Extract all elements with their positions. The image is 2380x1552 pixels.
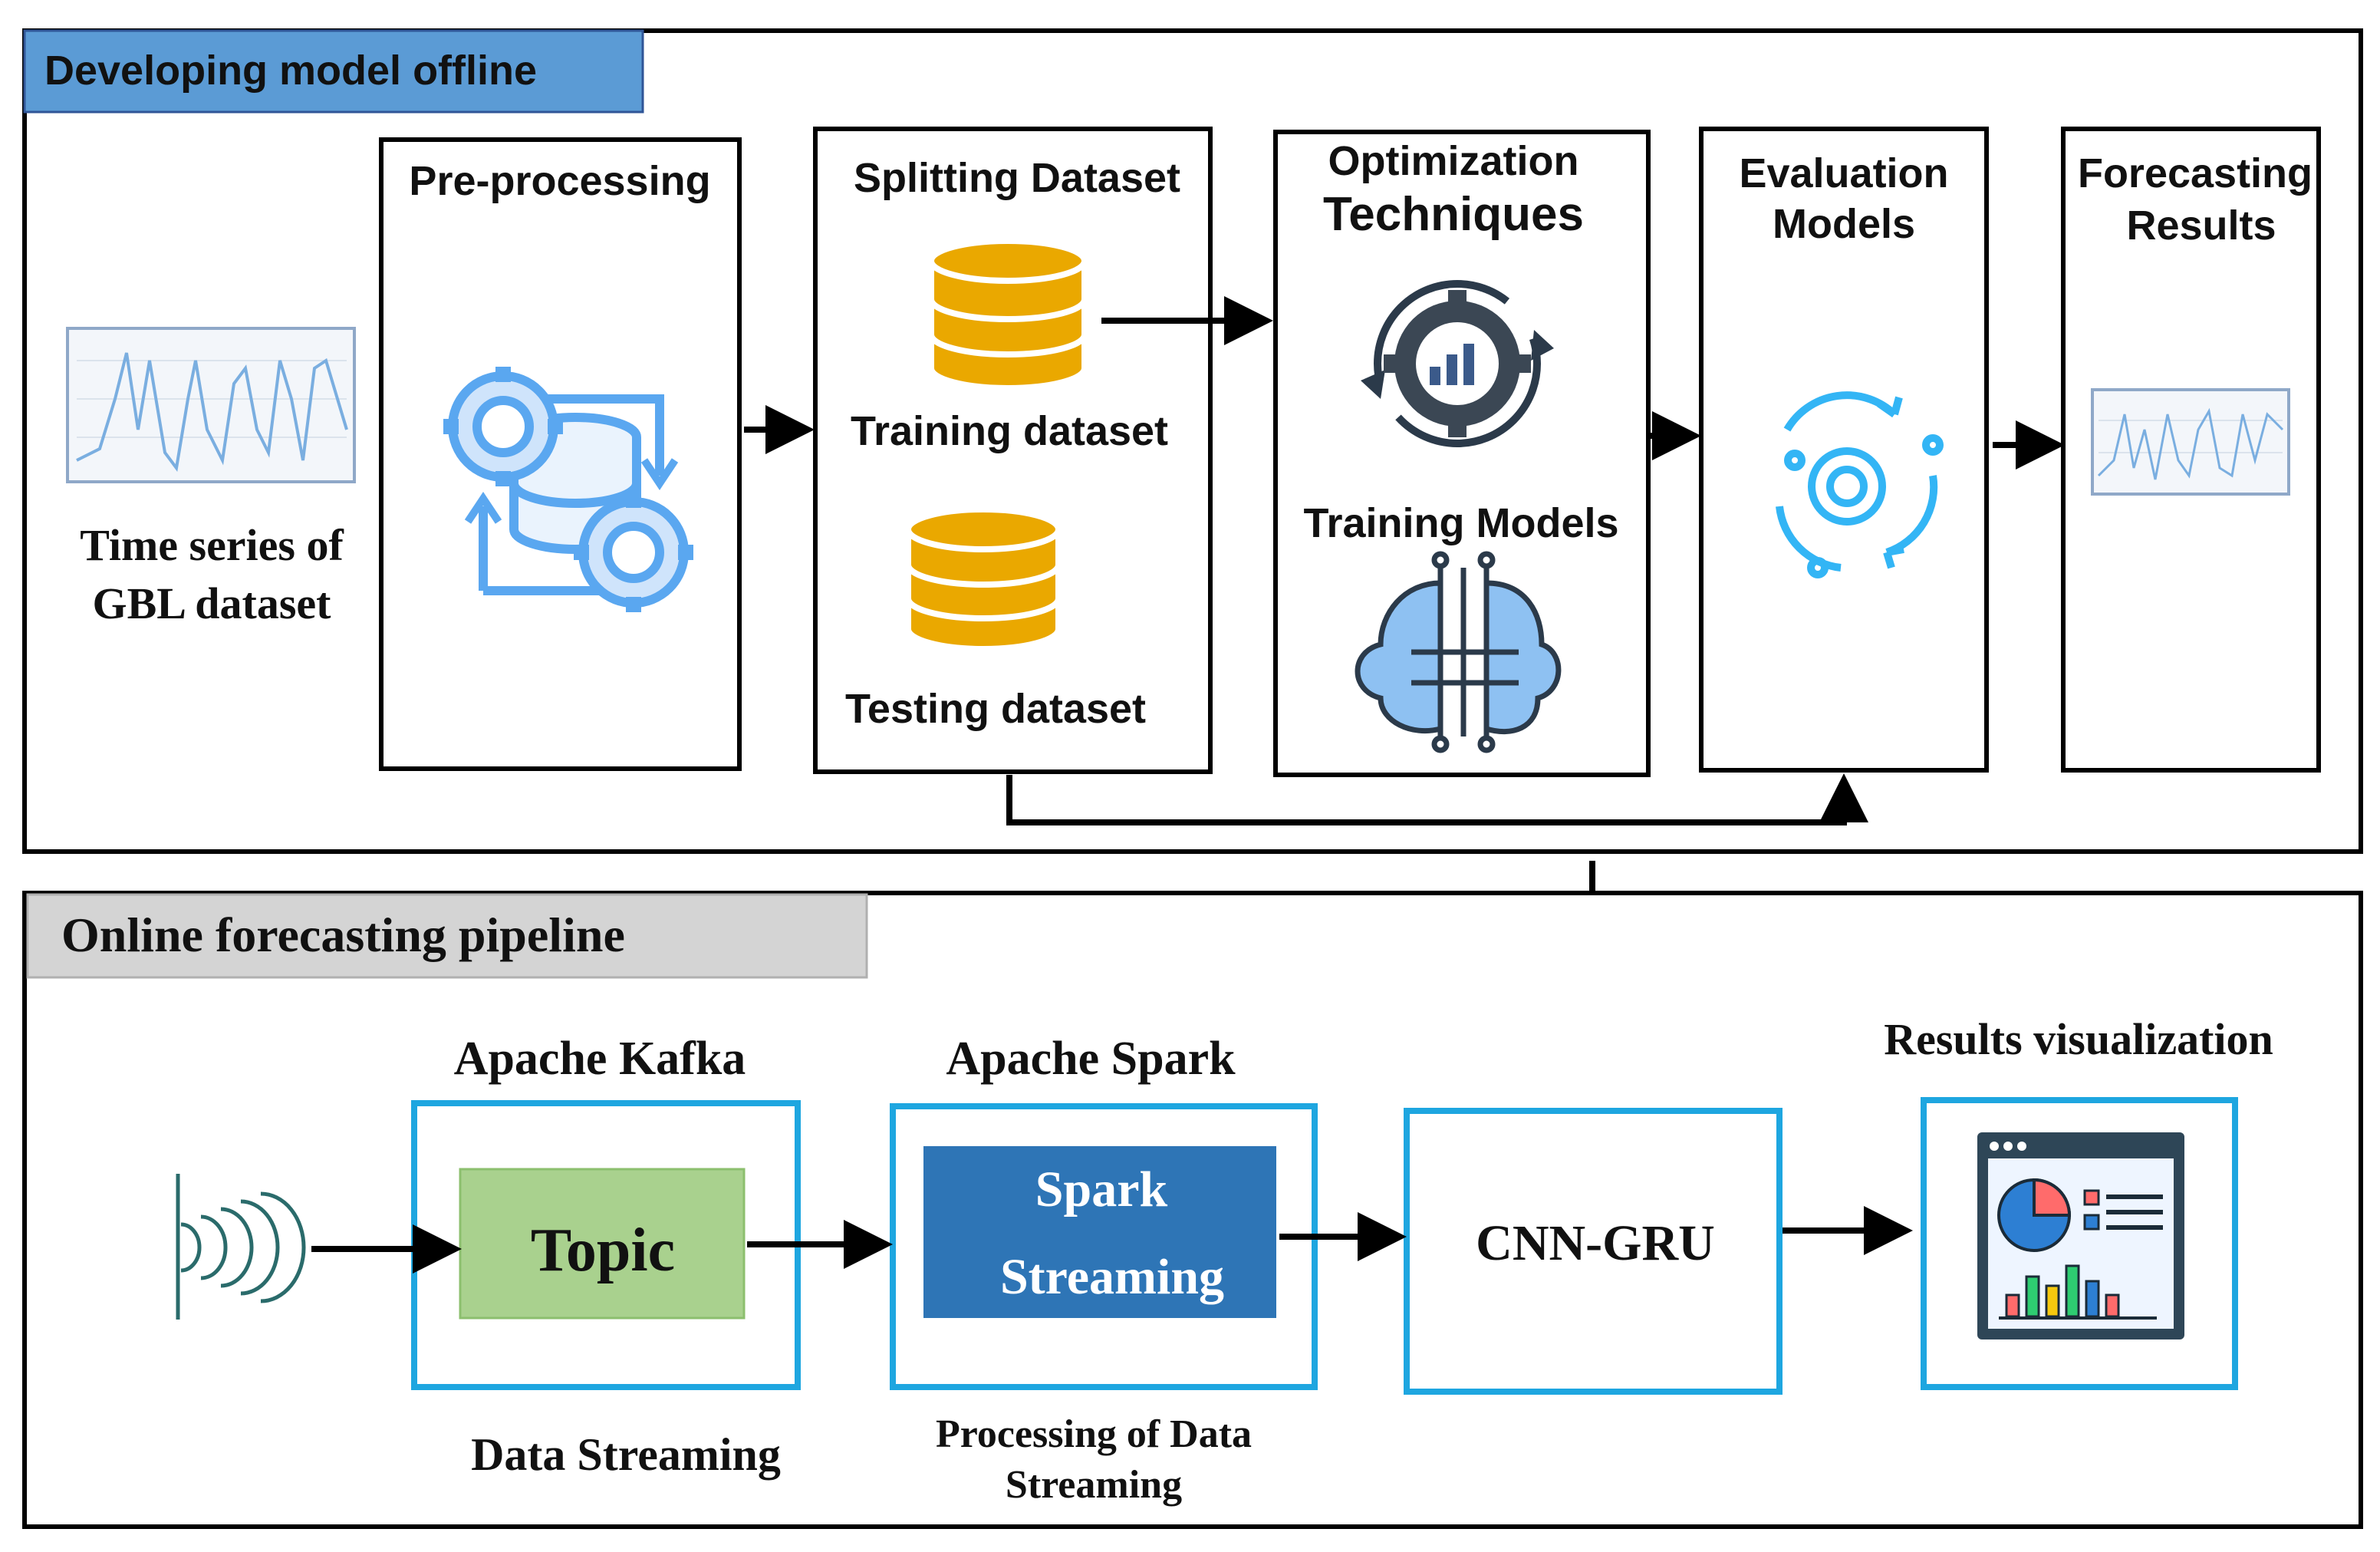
- splitting-title: Splitting Dataset: [854, 155, 1180, 201]
- topic-label: Topic: [531, 1217, 675, 1284]
- forecasting-title-line1: Forecasting: [2078, 150, 2313, 196]
- brain-circuit-icon: [1355, 551, 1562, 753]
- forecast-chart-icon: [2091, 388, 2290, 496]
- gear-chart-icon: [1361, 280, 1554, 447]
- spark-title: Apache Spark: [946, 1033, 1236, 1085]
- input-chart-icon: [66, 327, 356, 483]
- results-title: Results visualization: [1884, 1014, 2273, 1064]
- cnn-gru-box: [1404, 1108, 1783, 1395]
- dashboard-icon: [1977, 1132, 2184, 1339]
- offline-header: [23, 29, 644, 114]
- training-dataset-label: Training dataset: [851, 408, 1168, 454]
- optimization-title-line1: Optimization: [1328, 138, 1579, 184]
- input-label-line2: GBL dataset: [93, 578, 332, 628]
- online-title: Online forecasting pipeline: [61, 908, 625, 962]
- testing-database-icon: [905, 506, 1062, 652]
- testing-dataset-label: Testing dataset: [845, 686, 1146, 732]
- signal-waves-icon: [176, 1174, 306, 1320]
- training-database-icon: [928, 238, 1088, 391]
- cnn-gru-label: CNN-GRU: [1476, 1215, 1715, 1271]
- evaluation-title-line2: Models: [1773, 201, 1915, 247]
- gear-cycle-icon: [1776, 391, 1944, 578]
- spark-caption-line2: Streaming: [1006, 1463, 1182, 1507]
- evaluation-title-line1: Evaluation: [1739, 150, 1948, 196]
- kafka-title: Apache Kafka: [454, 1033, 746, 1085]
- offline-title: Developing model offline: [44, 48, 537, 94]
- online-header: [26, 893, 868, 979]
- forecasting-title-line2: Results: [2126, 203, 2276, 249]
- input-label-line1: Time series of: [80, 520, 344, 570]
- spark-caption-line1: Processing of Data: [936, 1412, 1252, 1456]
- optimization-title-line2: Techniques: [1323, 188, 1584, 241]
- spark-inner-line2: Streaming: [1000, 1249, 1224, 1305]
- gear-teeth-decor: [443, 367, 693, 612]
- preprocessing-title: Pre-processing: [409, 158, 710, 204]
- online-flow-arrows: [311, 1206, 1913, 1274]
- kafka-caption: Data Streaming: [471, 1429, 781, 1480]
- spark-inner-line1: Spark: [1035, 1162, 1168, 1218]
- training-models-label: Training Models: [1303, 500, 1618, 546]
- splitting-box: Splitting Dataset Training dataset Testi…: [813, 127, 1213, 774]
- topic-box: [459, 1168, 746, 1320]
- spark-streaming-box: [923, 1146, 1276, 1318]
- arrow-testing-to-evaluation: [1006, 773, 1868, 825]
